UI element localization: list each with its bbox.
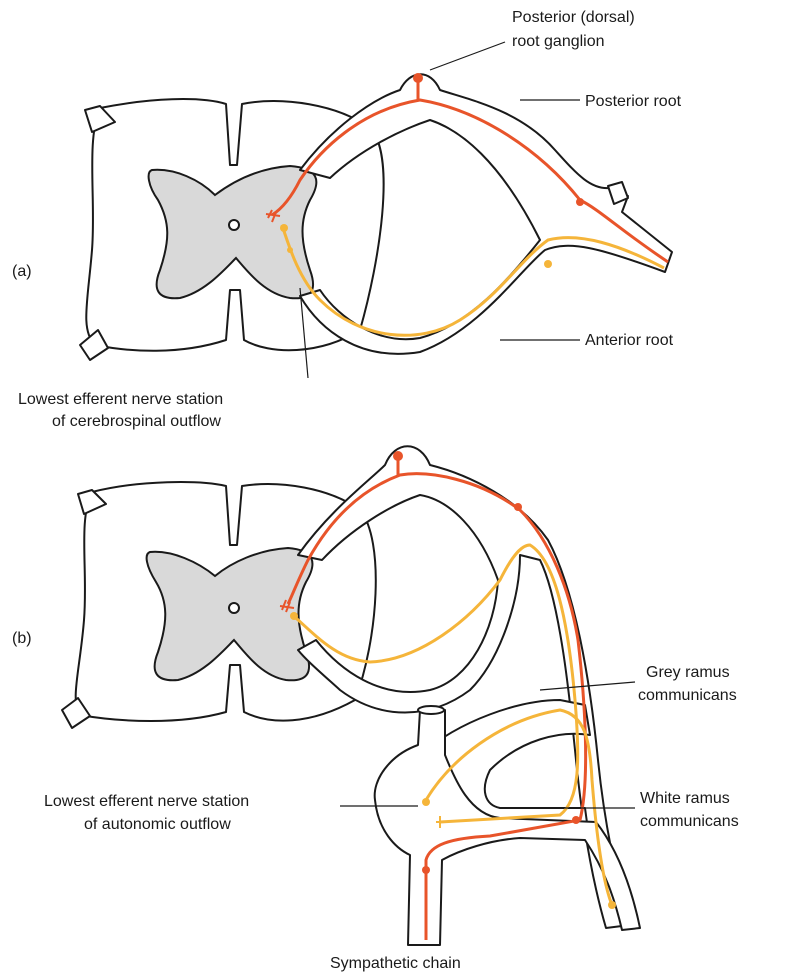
efferent-cell-body-a — [280, 224, 288, 232]
lowest-autonomic-label-line1: Lowest efferent nerve station — [44, 793, 249, 810]
grey-ramus-label-line2: communicans — [638, 687, 737, 704]
sympathetic-chain-label: Sympathetic chain — [330, 955, 461, 972]
white-ramus-label-line2: communicans — [640, 813, 739, 830]
anterior-root-label: Anterior root — [585, 332, 674, 349]
panel-a-tag: (a) — [12, 263, 32, 280]
ganglion-label-line1: Posterior (dorsal) — [512, 9, 635, 26]
afferent-arrow-3-b — [422, 866, 430, 874]
lowest-cerebrospinal-label-line2: of cerebrospinal outflow — [52, 413, 221, 430]
lowest-cerebrospinal-label-line1: Lowest efferent nerve station — [18, 391, 223, 408]
panel-b: (b) Grey ramus communicans White ramus c… — [12, 446, 739, 972]
ganglion-cell-body-b — [393, 451, 403, 461]
afferent-arrow-1-b — [514, 503, 522, 511]
central-canal-b — [229, 603, 239, 613]
ganglion-cut-top — [418, 706, 444, 714]
panel-a: (a) Posterior (dorsal) root ganglion Pos… — [12, 9, 682, 430]
afferent-arrow-2-b — [572, 816, 580, 824]
white-ramus-label-line1: White ramus — [640, 790, 730, 807]
leader-ganglion-a — [430, 42, 505, 70]
panel-b-tag: (b) — [12, 630, 32, 647]
posterior-root-label: Posterior root — [585, 93, 682, 110]
postganglionic-cell-body-b — [422, 798, 430, 806]
lowest-autonomic-label-line2: of autonomic outflow — [84, 816, 231, 833]
ganglion-cell-body-a — [413, 73, 423, 83]
efferent-arrow-b — [608, 901, 616, 909]
efferent-arrow-2-a — [544, 260, 552, 268]
ganglion-label-line2: root ganglion — [512, 33, 605, 50]
efferent-arrow-1-a — [287, 247, 293, 253]
grey-ramus-label-line1: Grey ramus — [646, 664, 730, 681]
afferent-arrow-a — [576, 198, 584, 206]
efferent-cell-body-b — [290, 612, 298, 620]
central-canal-a — [229, 220, 239, 230]
